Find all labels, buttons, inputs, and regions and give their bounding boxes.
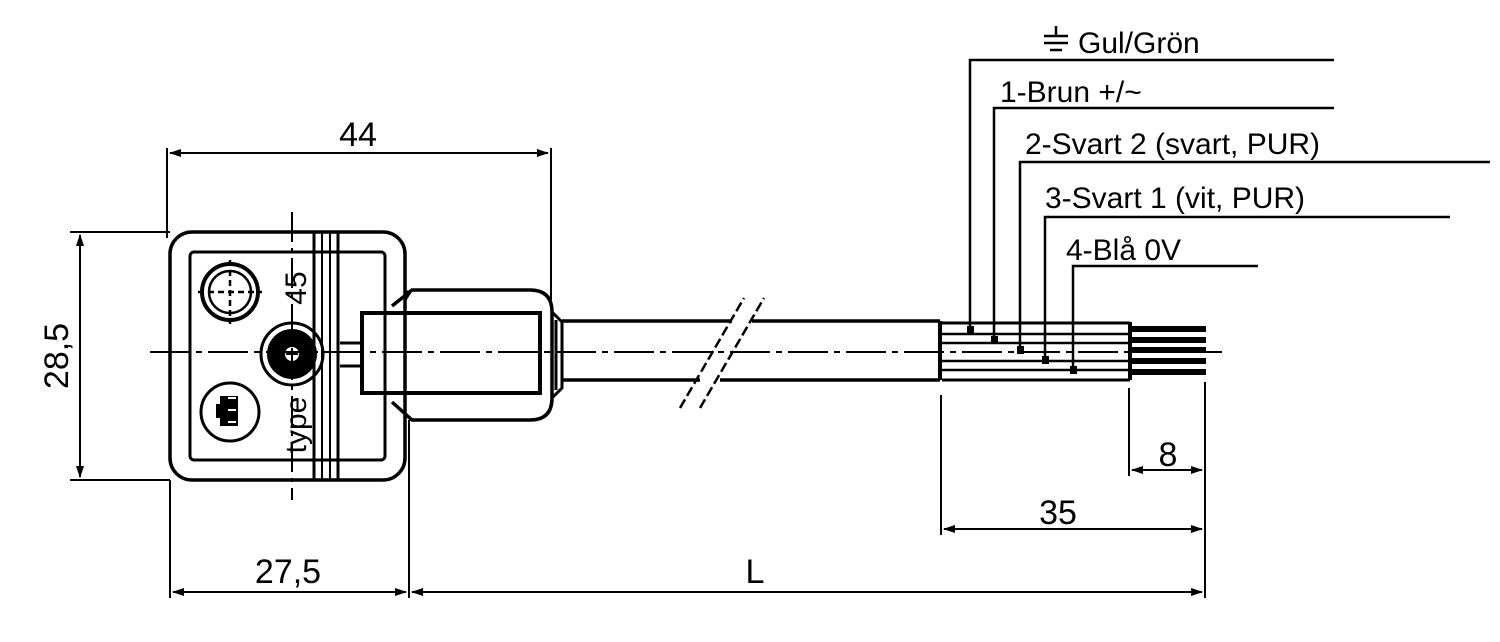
- wire-leader-dots: [967, 326, 1077, 374]
- wire-label-3: 3-Svart 1 (vit, PUR): [1045, 182, 1305, 215]
- wire-label-2: 2-Svart 2 (svart, PUR): [1025, 128, 1320, 161]
- stripped-wires: [942, 321, 1206, 382]
- dimension-width: 44: [339, 116, 377, 154]
- cable-gland: [340, 288, 564, 422]
- dimension-lines: [70, 148, 1206, 598]
- ground-icon: [1044, 26, 1068, 52]
- wire-label-ground: Gul/Grön: [1078, 27, 1200, 60]
- wire-label-4: 4-Blå 0V: [1066, 234, 1181, 267]
- dimension-height: 28,5: [38, 323, 76, 389]
- connector-housing: [168, 212, 413, 500]
- screw-hole-icon: [198, 260, 262, 324]
- dimension-depth: 27,5: [255, 553, 321, 591]
- wire-leader-lines: [968, 58, 1490, 370]
- dimension-length: L: [746, 553, 765, 591]
- manufacturer-logo-icon: [199, 381, 261, 443]
- dimension-strip: 35: [1039, 494, 1077, 532]
- dimension-wire-end: 8: [1159, 436, 1178, 474]
- wire-label-1: 1-Brun +/~: [1000, 76, 1142, 109]
- angle-marking: 45: [280, 271, 313, 304]
- type-marking: type: [280, 397, 313, 454]
